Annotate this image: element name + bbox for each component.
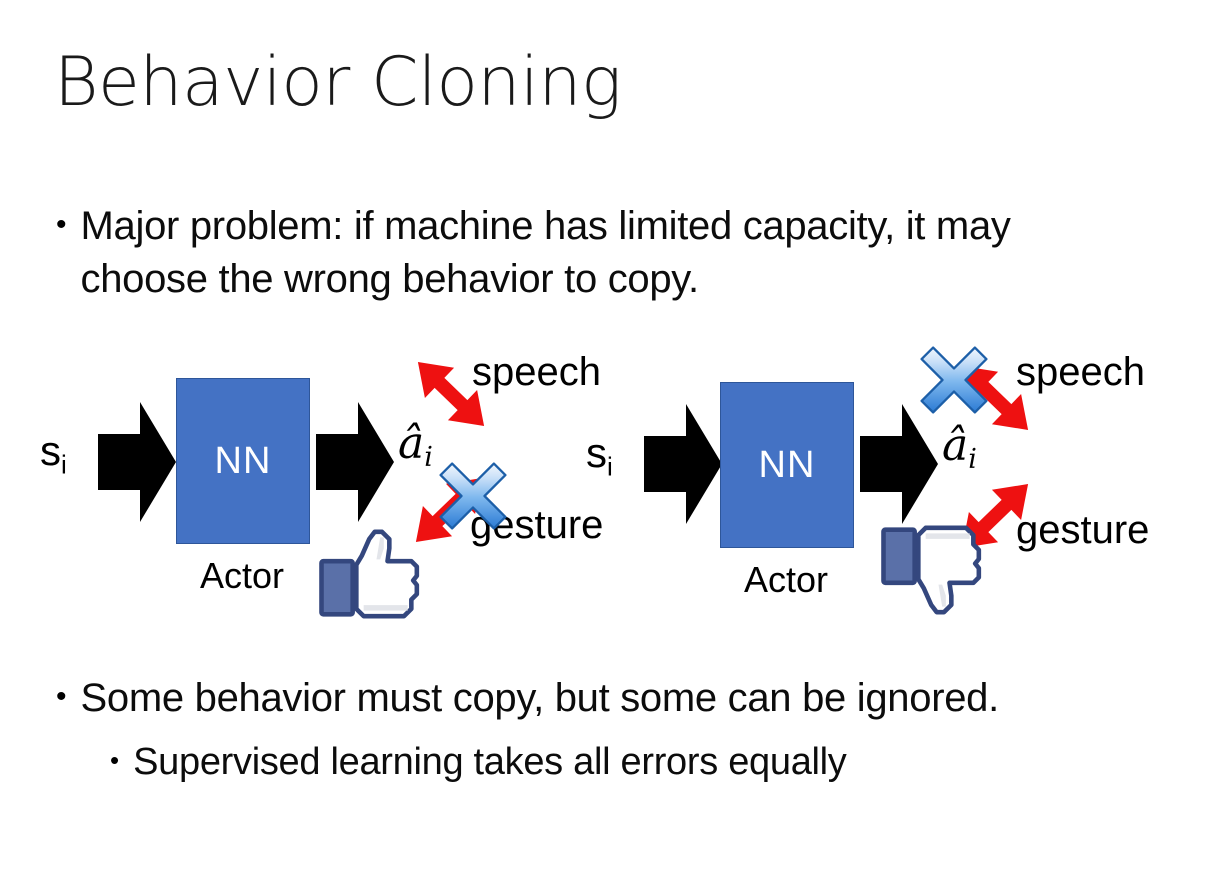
nn-box-left: NN [176,378,310,544]
block-arrow-out-right-icon [860,404,938,524]
action-label-left: âi [398,422,433,480]
action-subscript: i [424,442,433,474]
state-subscript: i [607,451,613,482]
bullet-text: Some behavior must copy, but some can be… [80,676,1000,720]
branch-label-speech-left: speech [472,350,601,394]
block-arrow-out-left-icon [316,402,394,522]
block-arrow-in-left-icon [98,402,176,522]
red-double-arrow-gesture-right-icon [952,470,1038,562]
bullet-item-supervised-learning: • Supervised learning takes all errors e… [110,736,1170,789]
page-title: Behavior Cloning [54,43,622,122]
diagram-right-crossed-speech: si NN Actor âi [560,330,1210,640]
diagram-left-crossed-gesture: si NN Actor âi [0,330,620,640]
red-double-arrow-speech-right-icon [952,352,1038,444]
bullet-marker-icon: • [56,680,67,713]
blue-cross-speech-right-icon [918,344,990,416]
red-double-arrow-speech-left-icon [408,348,494,440]
bullet-item-major-problem: • Major problem: if machine has limited … [56,200,1136,306]
bullet-marker-icon: • [56,208,67,241]
branch-label-speech-right: speech [1016,350,1145,394]
thumbs-down-icon-right [878,520,988,620]
nn-box-label: NN [214,439,272,482]
actor-caption-right: Actor [743,559,829,600]
state-symbol: s [40,427,61,474]
state-symbol: s [586,429,607,476]
state-subscript: i [61,449,67,480]
action-label-right: âi [942,424,977,482]
nn-box-right: NN [720,382,854,548]
state-label-left: si [40,430,67,485]
thumbs-up-icon-left [316,528,426,620]
action-symbol: â [398,418,425,469]
bullet-text: Major problem: if machine has limited ca… [80,204,1011,301]
actor-caption-left: Actor [199,555,285,596]
bullet-item-some-behavior: • Some behavior must copy, but some can … [56,672,1176,725]
action-subscript: i [968,444,977,476]
action-symbol: â [942,420,969,471]
branch-label-gesture-right: gesture [1016,508,1150,552]
bullet-text: Supervised learning takes all errors equ… [133,741,847,783]
nn-box-label: NN [758,443,816,486]
bullet-marker-icon: • [110,745,120,775]
state-label-right: si [586,432,613,487]
blue-cross-gesture-left-icon [437,460,509,532]
block-arrow-in-right-icon [644,404,722,524]
